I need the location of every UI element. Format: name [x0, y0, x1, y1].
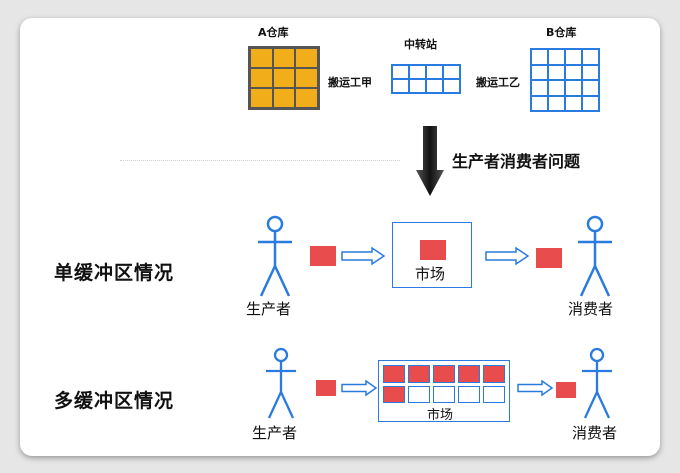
problem-title: 生产者消费者问题 [452, 152, 581, 171]
grid-cell [295, 88, 318, 108]
buffer-slot-empty [458, 385, 480, 403]
transfer-station-grid [391, 64, 461, 94]
grid-cell [409, 65, 426, 79]
grid-cell [392, 79, 409, 93]
grid-cell [582, 64, 599, 80]
grid-cell [565, 80, 582, 96]
buffer-slot-full [458, 365, 480, 383]
buffer-slot-full [383, 365, 405, 383]
buffer-slot-full [433, 365, 455, 383]
grid-cell [272, 68, 296, 88]
single-market-box: 市场 [392, 222, 472, 288]
consumer-stick-figure-icon [582, 347, 612, 419]
mover-b-label: 搬运工乙 [476, 76, 520, 89]
warehouse-a-grid [248, 46, 320, 110]
grid-cell [426, 79, 443, 93]
grid-cell [392, 65, 409, 79]
grid-cell [531, 95, 548, 111]
arrow-right-icon [341, 246, 386, 266]
multi-market-box: 市场 [378, 360, 510, 423]
single-consumer-label: 消费者 [568, 300, 614, 318]
grid-cell [272, 88, 296, 108]
grid-cell [565, 64, 582, 80]
buffer-slot-full [408, 365, 430, 383]
grid-cell [295, 48, 318, 68]
consumer-stick-figure-icon [578, 215, 612, 297]
single-item-consumed [536, 248, 562, 268]
single-market-label: 市场 [415, 265, 446, 283]
grid-cell [582, 95, 599, 111]
multi-item-produced [316, 380, 336, 396]
single-item-produced [310, 246, 336, 266]
grid-cell [548, 49, 565, 65]
multi-item-consumed [556, 382, 576, 398]
transfer-station-label: 中转站 [404, 38, 437, 51]
single-buffer-label: 单缓冲区情况 [54, 262, 175, 284]
grid-cell [531, 49, 548, 65]
down-arrow-icon [416, 126, 444, 196]
grid-cell [443, 65, 460, 79]
grid-cell [548, 80, 565, 96]
grid-cell [531, 64, 548, 80]
arrow-right-icon [517, 379, 554, 397]
producer-stick-figure-icon [266, 347, 296, 419]
multi-consumer-label: 消费者 [572, 424, 618, 442]
multi-producer-label: 生产者 [252, 424, 298, 442]
grid-cell [582, 80, 599, 96]
separator [120, 160, 400, 161]
buffer-slot-full [483, 365, 505, 383]
grid-cell [582, 49, 599, 65]
grid-cell [531, 80, 548, 96]
grid-cell [250, 88, 273, 108]
grid-cell [443, 79, 460, 93]
warehouse-b-grid [530, 48, 600, 112]
producer-stick-figure-icon [258, 215, 292, 297]
arrow-right-icon [485, 246, 530, 266]
warehouse-a-label: A仓库 [258, 26, 289, 39]
buffer-slot-full [383, 385, 405, 403]
grid-cell [250, 68, 273, 88]
grid-cell [272, 48, 296, 68]
buffer-slot-empty [433, 385, 455, 403]
grid-cell [565, 49, 582, 65]
multi-buffer-grid [383, 365, 505, 403]
grid-cell [548, 64, 565, 80]
warehouse-b-label: B仓库 [546, 26, 577, 39]
single-producer-label: 生产者 [246, 300, 292, 318]
grid-cell [548, 95, 565, 111]
grid-cell [295, 68, 318, 88]
grid-cell [565, 95, 582, 111]
grid-cell [250, 48, 273, 68]
grid-cell [426, 65, 443, 79]
buffer-slot-empty [408, 385, 430, 403]
diagram-card: A仓库 中转站 B仓库 搬运工甲 搬运工乙 生产者消费者问题 单缓冲区情况 生产… [20, 18, 660, 456]
arrow-right-icon [341, 379, 378, 397]
grid-cell [409, 79, 426, 93]
single-market-item [420, 240, 446, 260]
buffer-slot-empty [483, 385, 505, 403]
multi-buffer-label: 多缓冲区情况 [54, 390, 175, 412]
mover-a-label: 搬运工甲 [328, 76, 372, 89]
multi-market-label: 市场 [427, 408, 454, 423]
